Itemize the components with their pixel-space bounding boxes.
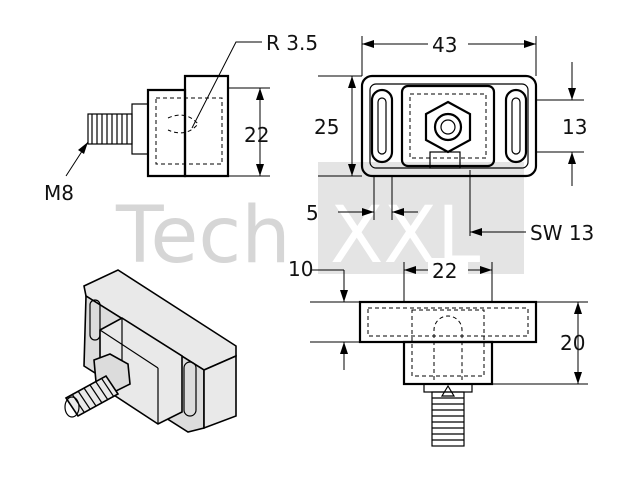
top-hidden-cavity [409,93,487,159]
side-view: 22 R 3.5 M8 [44,31,318,205]
watermark-text-tech: Tech [115,191,291,281]
front-body [402,340,494,386]
dim-top-height: 25 [314,115,339,139]
dim-thread: M8 [44,181,74,205]
iso-slot-left [89,299,101,341]
side-hidden-hex [167,114,199,134]
front-thread [431,391,465,447]
dim-top-width: 43 [432,33,457,57]
top-view: 43 25 13 5 SW 13 [306,33,594,245]
iso-thread-end [64,396,80,418]
dim-side-height: 22 [244,123,269,147]
isometric-view [64,269,237,433]
side-body-lower [146,88,187,178]
front-hidden-bolt [433,315,463,380]
watermark: Tech XXL [115,162,524,281]
top-center-block [400,84,496,168]
top-bolt-inner [440,119,456,135]
dim-front-offset: 10 [288,257,313,281]
side-thread-hatch [91,114,128,144]
dim-top-slot: 13 [562,115,587,139]
top-body-inner [369,83,529,169]
dim-front-height: 20 [560,331,585,355]
side-thread [87,113,133,145]
front-view: 22 10 20 [288,257,588,447]
side-nut [131,103,149,155]
top-slot-left [370,88,394,164]
dim-radius: R 3.5 [266,31,318,55]
top-bolt-outer [433,112,463,142]
iso-slot-right [183,361,197,417]
iso-right-face [203,354,237,430]
radius-leader [191,41,262,129]
front-hidden-cavity [411,309,485,377]
dim-wrench-size: SW 13 [530,221,594,245]
top-body [360,74,538,178]
top-hex-nut [424,100,472,154]
dim-front-width: 22 [432,259,457,283]
side-hidden-cavity [155,97,223,165]
watermark-box [318,162,524,274]
dim-top-offset: 5 [306,201,319,225]
front-thread-hatch [432,397,464,441]
top-slot-right [504,88,528,164]
top-hex-base [429,151,461,169]
